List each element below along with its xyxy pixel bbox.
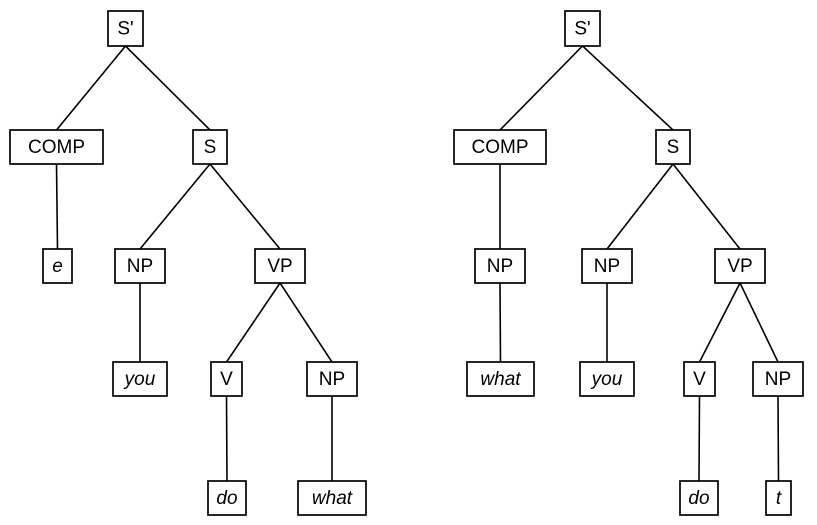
tree-node-np-r-np0[interactable]: NP	[474, 248, 526, 284]
tree-node-do-r-do[interactable]: do	[679, 480, 719, 516]
tree-node-comp-l-comp[interactable]: COMP	[9, 129, 104, 165]
tree-node-vp-l-vp[interactable]: VP	[254, 248, 306, 284]
node-box	[683, 361, 716, 397]
tree-node-s-r-s[interactable]: S	[655, 129, 691, 165]
tree-node-e-l-e[interactable]: e	[42, 248, 73, 284]
branch-lines-layer	[55, 44, 780, 482]
node-box	[752, 361, 804, 397]
tree-node-s-l-s[interactable]: S	[192, 129, 228, 165]
branch-L-V-to-L-do	[225, 395, 228, 482]
tree-node-np-r-np2[interactable]: NP	[752, 361, 804, 397]
node-box	[564, 10, 601, 47]
node-box	[192, 129, 228, 165]
tree-node-v-r-v[interactable]: V	[683, 361, 716, 397]
branch-R-V-to-R-do	[698, 395, 701, 482]
node-label: e	[52, 256, 63, 277]
tree-branches-deep-structure	[55, 44, 334, 482]
branch-R-S-to-R-NP1	[605, 162, 675, 251]
node-label: what	[312, 488, 353, 509]
node-label: NP	[127, 256, 153, 277]
node-box	[474, 248, 526, 284]
node-label: V	[220, 369, 233, 390]
branch-L-Sbar-to-L-COMP	[55, 44, 127, 132]
node-label: S	[667, 137, 680, 158]
node-label: VP	[727, 256, 752, 277]
node-box	[207, 480, 247, 516]
node-box	[679, 480, 719, 516]
tree-node-sbar-r-sbar[interactable]: S'	[564, 10, 601, 47]
branch-L-S-to-L-VP	[208, 162, 282, 251]
tree-node-you-r-you[interactable]: you	[579, 361, 635, 397]
branch-R-NP2-to-R-t	[777, 395, 780, 482]
tree-node-vp-r-vp[interactable]: VP	[714, 248, 766, 284]
node-box	[306, 361, 358, 397]
tree-node-sbar-l-sbar[interactable]: S'	[107, 10, 144, 47]
node-label: COMP	[472, 137, 529, 158]
node-box	[453, 129, 547, 165]
branch-L-VP-to-L-NP2	[278, 281, 334, 364]
branch-R-VP-to-R-NP2	[738, 281, 780, 364]
node-label: S'	[117, 19, 133, 40]
node-label: NP	[765, 369, 791, 390]
node-box	[114, 248, 166, 284]
node-label: NP	[319, 369, 345, 390]
node-box	[466, 361, 535, 397]
branch-R-Sbar-to-R-COMP	[498, 44, 584, 132]
node-label: t	[776, 488, 782, 509]
node-label: VP	[267, 256, 292, 277]
node-box	[107, 10, 144, 47]
tree-branches-surface-structure	[498, 44, 780, 482]
tree-node-you-l-you[interactable]: you	[112, 361, 168, 397]
node-label: you	[123, 369, 156, 390]
node-label: do	[688, 488, 709, 509]
node-box	[9, 129, 104, 165]
node-label: do	[216, 488, 237, 509]
node-label: you	[590, 369, 623, 390]
tree-node-t-r-t[interactable]: t	[765, 480, 792, 516]
node-box	[254, 248, 306, 284]
tree-nodes-surface-structure: S' COMP S NP NP VP what you V NP do t	[453, 10, 804, 516]
branch-L-S-to-L-NP1	[138, 162, 212, 251]
tree-node-comp-r-comp[interactable]: COMP	[453, 129, 547, 165]
node-label: NP	[487, 256, 513, 277]
node-label: V	[693, 369, 706, 390]
tree-node-do-l-do[interactable]: do	[207, 480, 247, 516]
branch-R-NP0-to-R-what	[499, 282, 502, 363]
tree-node-v-l-v[interactable]: V	[210, 361, 243, 397]
node-box	[581, 248, 633, 284]
branch-L-Sbar-to-L-S	[124, 44, 212, 132]
tree-node-np-l-np1[interactable]: NP	[114, 248, 166, 284]
tree-node-np-r-np1[interactable]: NP	[581, 248, 633, 284]
node-box	[112, 361, 168, 397]
tree-node-what-r-what[interactable]: what	[466, 361, 535, 397]
node-box	[297, 480, 367, 516]
node-box	[42, 248, 73, 284]
branch-R-VP-to-R-V	[698, 281, 742, 364]
node-label: COMP	[28, 137, 85, 158]
branch-L-COMP-to-L-e	[55, 163, 59, 250]
branch-R-Sbar-to-R-S	[581, 44, 675, 132]
tree-node-what-l-what[interactable]: what	[297, 480, 367, 516]
tree-node-np-l-np2[interactable]: NP	[306, 361, 358, 397]
node-box	[714, 248, 766, 284]
node-label: S	[204, 137, 217, 158]
branch-L-VP-to-L-V	[225, 281, 282, 364]
node-box	[579, 361, 635, 397]
branch-R-S-to-R-VP	[671, 162, 742, 251]
node-box	[655, 129, 691, 165]
node-box	[765, 480, 792, 516]
node-label: what	[480, 369, 521, 390]
node-label: NP	[594, 256, 620, 277]
node-box	[210, 361, 243, 397]
node-label: S'	[574, 19, 590, 40]
